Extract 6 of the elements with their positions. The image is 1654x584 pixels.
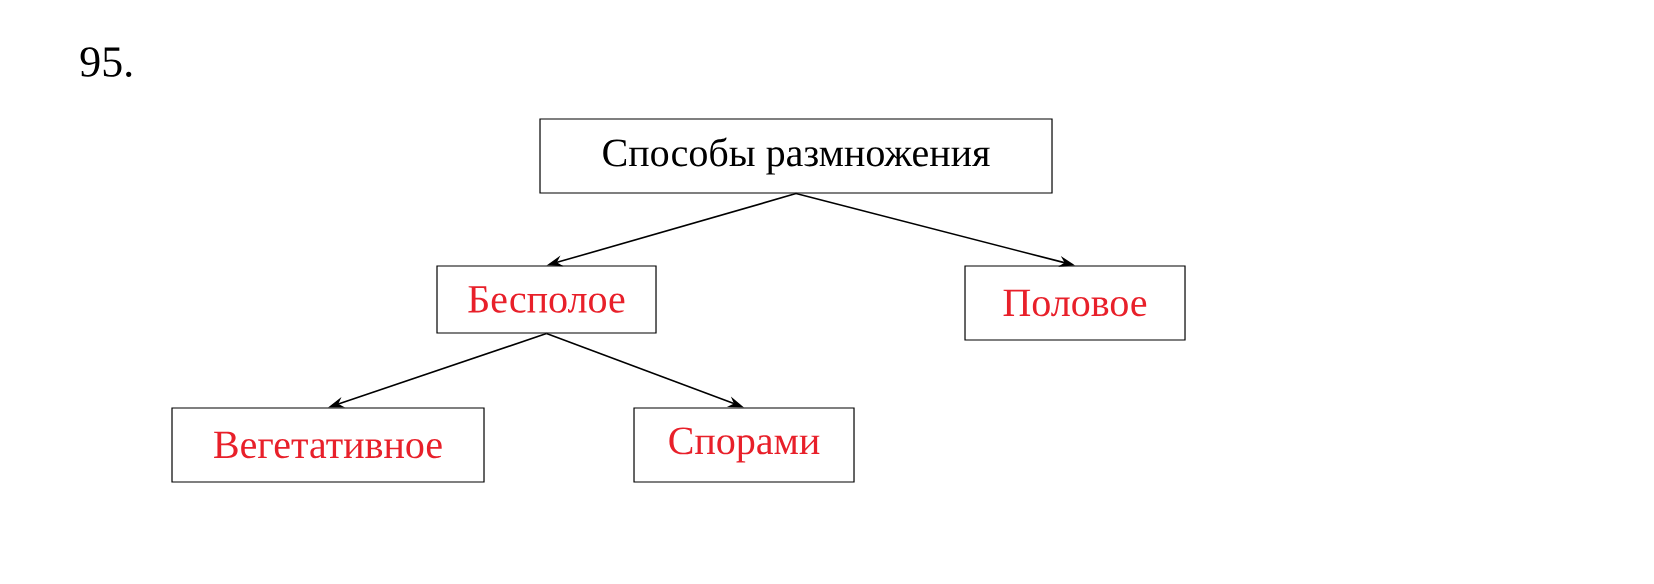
text-box: Бесполое	[436, 265, 657, 334]
text-box: Вегетативное	[171, 407, 485, 483]
text-box: Спорами	[633, 407, 855, 483]
text-box: Способы размножения	[539, 118, 1053, 194]
text-box: Половое	[964, 265, 1186, 341]
task-number: 95.	[80, 47, 132, 77]
